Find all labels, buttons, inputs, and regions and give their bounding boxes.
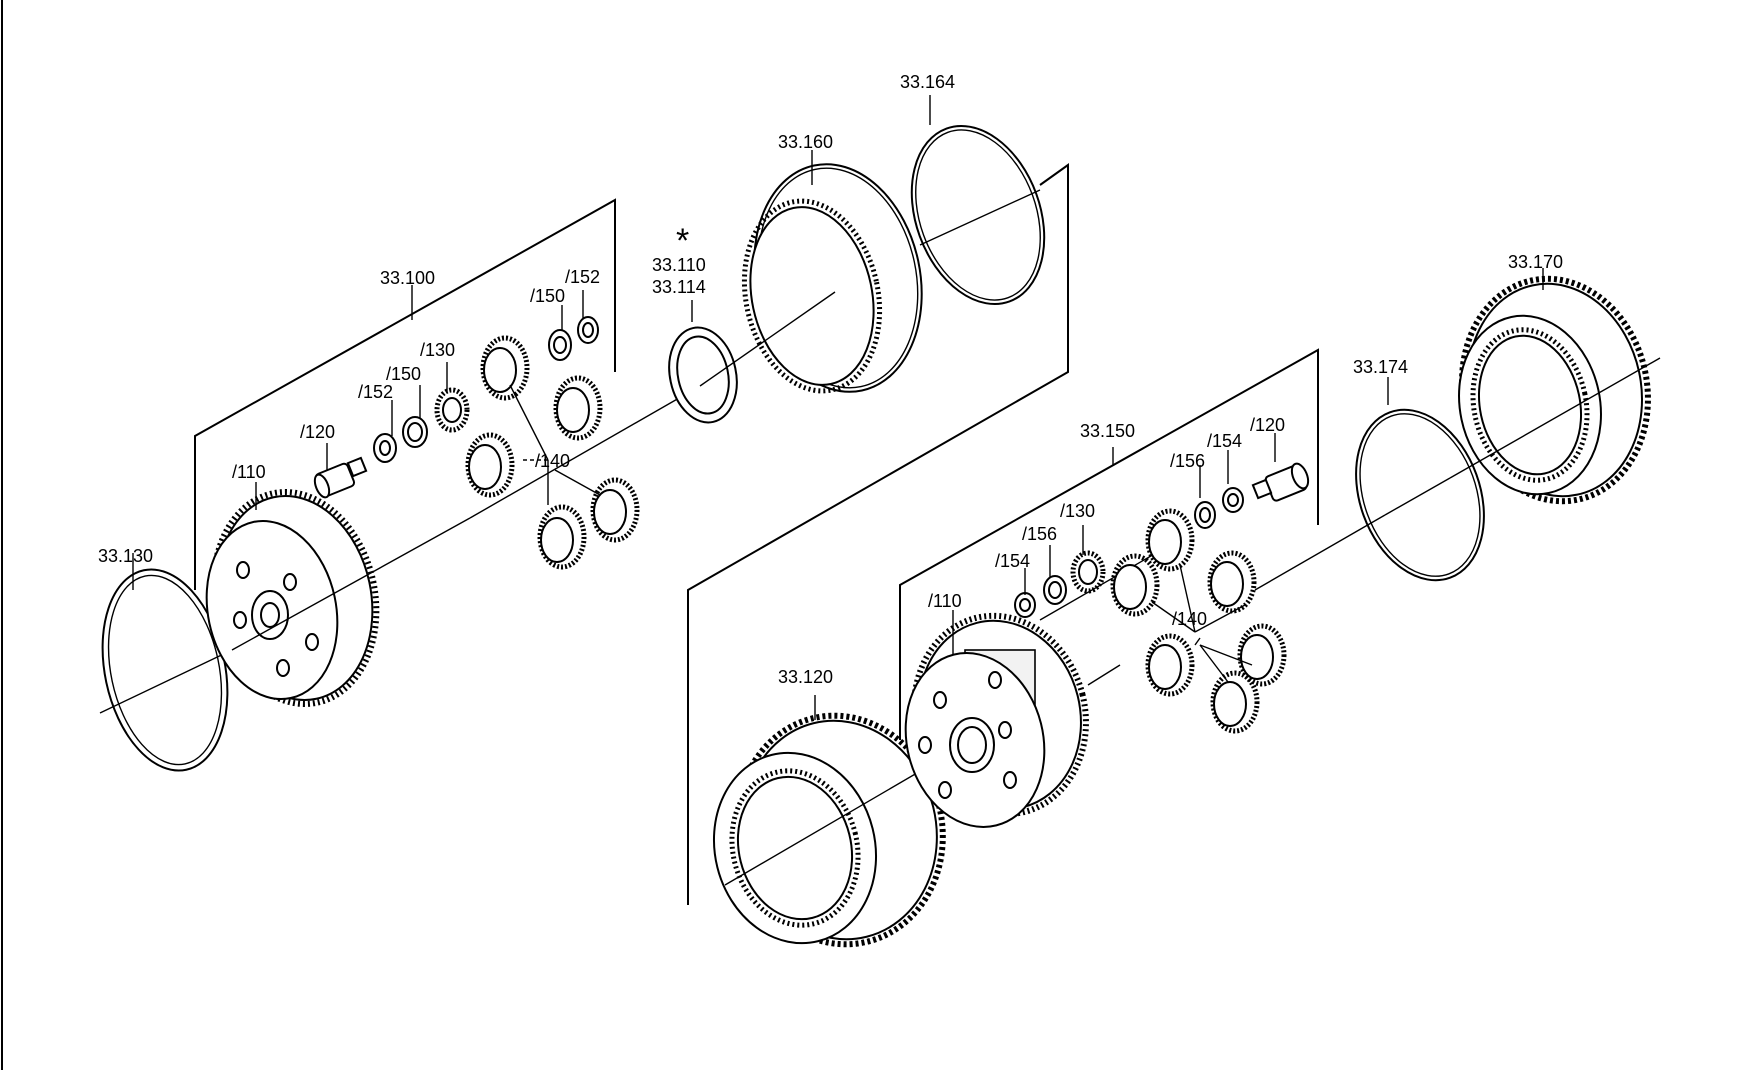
washer-154-lower <box>1014 592 1036 618</box>
label-33-150: 33.150 <box>1080 421 1135 441</box>
ring-gear-33-160 <box>699 163 923 394</box>
needle-bearing-130-left <box>434 387 470 433</box>
bracket-33-100 <box>194 198 616 590</box>
label-130-right: /130 <box>1060 501 1095 521</box>
planet-carrier-110-right <box>904 612 1089 828</box>
label-120-right: /120 <box>1250 415 1285 435</box>
label-152-left: /152 <box>358 382 393 402</box>
pin-120-right <box>1251 462 1310 502</box>
needle-bearing-130-right <box>1070 550 1106 594</box>
label-33-114: 33.114 <box>652 277 706 297</box>
planet-gear-140-j <box>1237 623 1287 687</box>
label-130-left: /130 <box>420 340 455 360</box>
axis-segment-lower <box>1087 664 1121 686</box>
label-156-lower: /156 <box>1022 524 1057 544</box>
planet-gear-140-b <box>553 375 603 441</box>
planet-gear-140-i <box>1145 633 1195 697</box>
label-150-left: /150 <box>386 364 421 384</box>
pin-120-left <box>313 456 368 499</box>
label-110-left: /110 <box>232 462 266 482</box>
label-152-upper: /152 <box>565 267 600 287</box>
axis-lower-group <box>1039 544 1171 621</box>
planet-gear-140-a <box>480 335 530 401</box>
planet-gear-140-k <box>1210 670 1260 734</box>
bracket-33-120 <box>687 163 1069 905</box>
ring-gear-33-120 <box>712 712 966 948</box>
ring-gear-33-170 <box>1449 275 1661 505</box>
label-33-110: 33.110 <box>652 255 706 275</box>
washer-150-upper <box>548 329 572 361</box>
label-33-174: 33.174 <box>1353 357 1408 377</box>
label-33-120: 33.120 <box>778 667 833 687</box>
label-33-164: 33.164 <box>900 72 955 92</box>
washer-152-upper <box>577 316 599 344</box>
label-140-right: /140 <box>1172 609 1207 629</box>
washer-156-upper <box>1194 501 1216 529</box>
label-star: * <box>676 222 689 260</box>
label-140-left: /140 <box>535 451 570 471</box>
leader-140-right <box>1151 564 1253 683</box>
planet-gear-140-h <box>1207 550 1257 614</box>
planet-gear-140-c <box>465 432 515 498</box>
label-150-upper: /150 <box>530 286 565 306</box>
label-33-100: 33.100 <box>380 268 435 288</box>
washer-152-left <box>373 433 397 463</box>
washer-150-left <box>402 416 428 448</box>
axis-upper-group <box>469 385 701 519</box>
snap-ring-33-174 <box>1355 408 1485 582</box>
planet-gear-140-d <box>537 504 587 570</box>
planet-carrier-110-left <box>205 489 471 707</box>
label-120-left: /120 <box>300 422 335 442</box>
leader-140-left <box>509 384 601 505</box>
label-156-upper: /156 <box>1170 451 1205 471</box>
label-33-160: 33.160 <box>778 132 833 152</box>
label-33-170: 33.170 <box>1508 252 1563 272</box>
label-154-upper: /154 <box>1207 431 1242 451</box>
bracket-33-150 <box>899 348 1319 740</box>
planet-gear-140-f <box>1145 508 1195 572</box>
label-154-lower: /154 <box>995 551 1030 571</box>
label-33-130: 33.130 <box>98 546 153 566</box>
snap-ring-33-164 <box>910 124 1046 306</box>
label-110-right: /110 <box>928 591 962 611</box>
washer-154-upper <box>1222 487 1244 513</box>
thrust-washer-33-110 <box>668 326 738 424</box>
washer-156-lower <box>1043 575 1067 605</box>
axis-lower-group-right <box>1254 514 1386 591</box>
planet-gear-140-g <box>1110 553 1160 617</box>
planet-gear-140-e <box>590 477 640 543</box>
